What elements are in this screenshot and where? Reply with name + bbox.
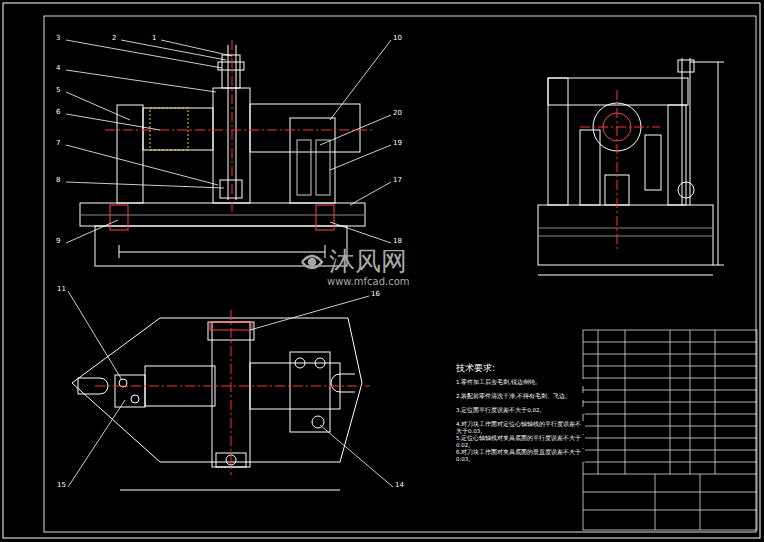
callout-number: 14 [394, 482, 405, 490]
technical-note: 1.零件加工后去毛刺,锐边倒钝。 [455, 379, 585, 386]
callout-number: 3 [55, 35, 61, 43]
callout-number: 18 [392, 238, 403, 246]
callout-number: 10 [392, 35, 403, 43]
callout-number: 7 [55, 140, 61, 148]
callout-number: 17 [392, 177, 403, 185]
callout-number: 11 [56, 286, 67, 294]
technical-note-heading: 技术要求: [455, 364, 496, 374]
callout-number: 1 [151, 35, 157, 43]
technical-note: 2.装配前零件清洗干净,不得有毛刺、飞边。 [455, 393, 585, 400]
callout-number: 16 [370, 291, 381, 299]
callout-number: 19 [392, 140, 403, 148]
callout-number: 5 [55, 87, 61, 95]
callout-number: 2 [111, 35, 117, 43]
technical-note: 5.定位心轴轴线对夹具底面的平行度误差不大于0.02。 [455, 435, 585, 448]
technical-note: 4.对刀块工作面对定位心轴轴线的平行度误差不大于0.03。 [455, 421, 585, 434]
callout-number: 9 [55, 238, 61, 246]
callout-number: 8 [55, 177, 61, 185]
technical-note: 3.定位面平行度误差不大于0.02。 [455, 407, 585, 414]
watermark: www.mfcad.com [326, 276, 411, 287]
technical-note: 6.对刀块工作面对夹具底面的垂直度误差不大于0.03。 [455, 449, 585, 462]
callout-number: 15 [56, 482, 67, 490]
callout-number: 6 [55, 109, 61, 117]
watermark: 沐风网 [328, 247, 408, 276]
callout-number: 4 [55, 65, 61, 73]
callout-number: 20 [392, 110, 403, 118]
